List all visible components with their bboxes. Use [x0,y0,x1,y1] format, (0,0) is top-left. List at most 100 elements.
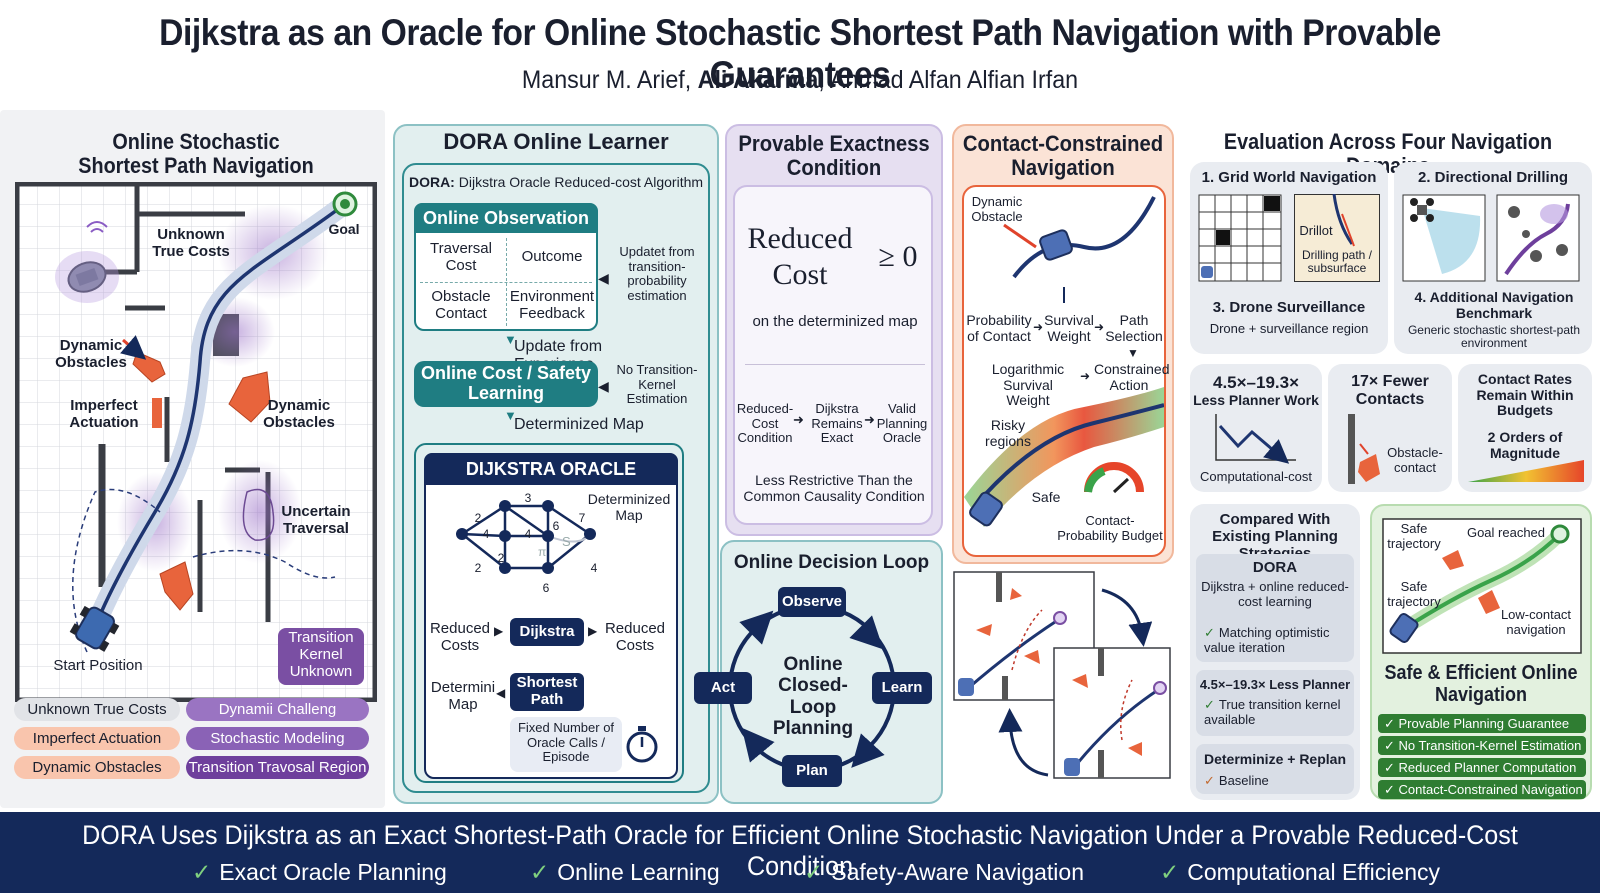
reduced-costs-left: Reduced Costs [429,620,491,654]
metric-2-value: 17× Fewer Contacts [1351,373,1429,408]
check-icon-1: ✓ [1204,625,1215,640]
learning-box: Online Cost / Safety Learning [414,361,598,407]
shortest-path-box: Shortest Path [510,673,584,711]
metric-3-label: 2 Orders of Magnitude [1487,429,1563,461]
oracle-title: DIJKSTRA ORACLE [424,453,678,485]
oracle-outer [414,443,684,783]
tag-stochastic-modeling: Stochastic Modeling [186,727,369,750]
feature-3-text: Reduced Planner Computation [1398,760,1577,775]
exactness-divider [745,364,925,365]
metric-1-label: Less Planner Work [1193,392,1319,408]
oracle-map-label: Determinized Map [587,491,671,523]
domain-1-title: 1. Grid World Navigation [1201,169,1377,186]
edge-label-10: 4 [590,561,598,575]
drone-icon [1402,194,1486,282]
loop-observe: Observe [778,587,846,617]
stopwatch-icon [626,726,658,763]
less-planner-row [1196,670,1354,736]
drill-path-icon [1332,194,1355,247]
dynamic-obstacles-label-2: Dynamic Obstacles [263,397,335,431]
dora-def-bold: DORA: [408,174,455,190]
risky-regions: Risky regions [985,417,1031,449]
tag-unknown-costs: Unknown True Costs [14,698,180,721]
svg-text:S: S [562,534,571,549]
imperfect-actuation-label: Imperfect Actuation [69,397,139,431]
arrow-down-1: ▼ [504,332,517,347]
detrep-row [1196,744,1354,794]
check-icon: ✓ [530,859,550,885]
dynamic-obstacles-label-1: Dynamic Obstacles [55,337,127,371]
feature-1: ✓ Provable Planning Guarantee [1378,714,1586,733]
exactness-inner [733,185,933,525]
dijkstra-box: Dijkstra [510,618,584,646]
goal-label: Goal [328,221,360,237]
edge-label-6: 7 [578,511,586,525]
svg-text:π: π [538,545,546,559]
obs-outcome: Outcome [521,248,583,265]
check-icon-2: ✓ [1204,697,1215,712]
constrained-action: Constrained Action [1094,361,1170,393]
updated-label: Updatet from transition-probability esti… [619,244,695,303]
check-icon: ✓ [192,859,212,885]
tag-imperfect-actuation: Imperfect Actuation [14,727,180,750]
dora-row-title: DORA [1252,559,1298,576]
goal-reached-label: Goal reached [1466,525,1546,540]
oracle-graph: Sπ [456,500,596,574]
safe-trajectory-1: Safe trajectory [1387,521,1441,551]
detrep-check: ✓Baseline [1204,773,1354,789]
budget-label: Contact-Probability Budget [1057,513,1163,543]
chain-arrow-2: ➜ [864,412,875,427]
author-1: Mansur M. Arief, [521,66,698,94]
edge-label-8: 2 [474,561,482,575]
metric-2-caption: Obstacle-contact [1387,445,1443,475]
detrep-title: Determinize + Replan [1204,751,1346,767]
domain-4-sub: Generic stochastic shortest-path environ… [1407,323,1581,351]
safe-label: Safe [1031,489,1061,505]
dora-row [1196,554,1354,662]
drillot-label: Drillot [1299,223,1333,238]
prob-contact: Probability of Contact [966,312,1032,344]
loop-learn: Learn [872,672,932,704]
drill-path-label: Drilling path / subsurface [1301,248,1373,276]
edge-label-5: 6 [552,519,560,533]
arrow-right-b: ▶ [588,624,598,638]
uncertain-traversal-label: Uncertain Traversal [281,503,351,537]
chain-reduced: Reduced-Cost Condition [736,401,794,446]
arrow-p4-2: ➜ [1094,320,1105,334]
domain-3-sub: Drone + surveillance region [1209,321,1369,336]
arrow-p4-4: ➜ [1080,369,1091,383]
edge-label-3: 4 [482,527,490,541]
edge-label-1: 3 [524,491,532,505]
log-survival: Logarithmic Survival Weight [991,361,1065,409]
banner-check-2-text: Online Learning [557,859,720,885]
banner-check-1-text: Exact Oracle Planning [219,859,447,885]
formula-cost: Cost [772,258,828,291]
safe-trajectory-2: Safe trajectory [1387,579,1441,609]
edge-label-2: 2 [474,511,482,525]
survival-weight: Survival Weight [1044,312,1094,344]
tag-dynamic-challenge: Dynamii Challeng [186,698,369,721]
banner-headline: DORA Uses Dijkstra as an Exact Shortest-… [82,820,1518,881]
loop-center: Online Closed-Loop Planning [772,654,854,739]
low-contact-label: Low-contact navigation [1500,607,1572,637]
check-icon: ✓ [1160,859,1180,885]
contact-icon [1348,414,1380,484]
check-icon-3: ✓ [1204,773,1215,788]
less-check-text: True transition kernel available [1204,697,1341,727]
poster-title: Dijkstra as an Oracle for Online Stochas… [159,12,1441,95]
domain-4-title: 4. Additional Navigation Benchmark [1414,289,1574,321]
no-kernel-label: No Transition-Kernel Estimation [616,362,698,407]
obs-obstacle-contact: Obstacle Contact [431,288,491,322]
kernel-unknown-badge: Transition Kernel Unknown [278,628,364,685]
fixed-oracle-calls: Fixed Number of Oracle Calls / Episode [510,717,622,772]
feature-1-text: Provable Planning Guarantee [1398,716,1570,731]
decrease-icon [1215,414,1296,464]
banner-check-3-text: Safety-Aware Navigation [831,859,1084,885]
dynamic-obstacle-label: Dynamic Obstacle [971,194,1023,224]
feature-4: ✓ Contact-Constrained Navigation [1378,780,1586,799]
arrow-down-2: ▼ [504,408,517,423]
arrow-left-c: ◀ [496,686,506,700]
path-selection: Path Selection [1105,312,1163,344]
chain-arrow-1: ➜ [793,412,804,427]
banner-check-1: ✓ Exact Oracle Planning [192,859,447,886]
